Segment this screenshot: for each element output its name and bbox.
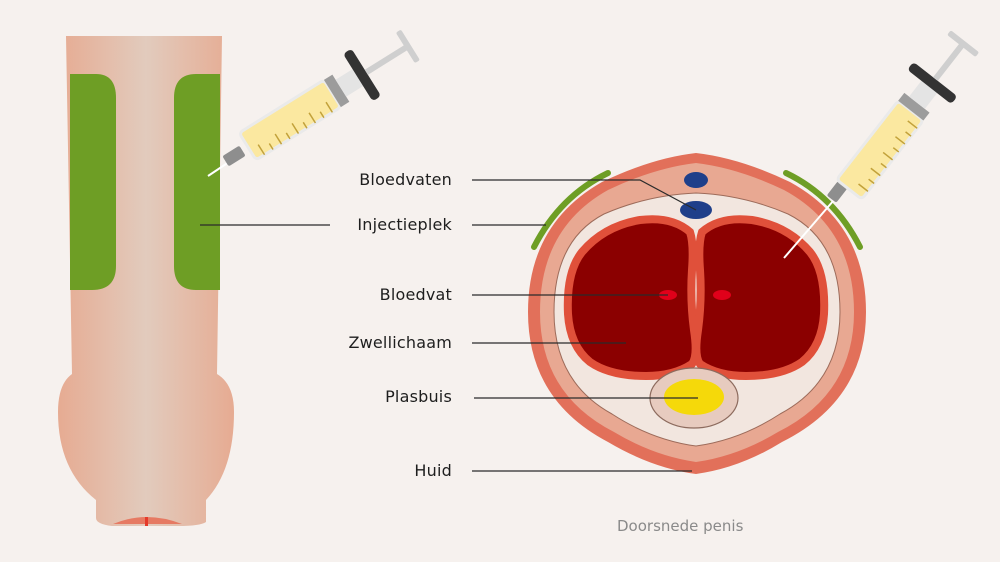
label-bloedvat: Bloedvat <box>379 285 452 304</box>
syringe-right <box>783 30 979 259</box>
injection-arc-right <box>783 170 863 250</box>
label-injectieplek: Injectieplek <box>357 215 452 234</box>
vessel-red-right <box>713 290 731 300</box>
penis-cross-section <box>528 153 866 474</box>
label-zwellichaam: Zwellichaam <box>348 333 452 352</box>
leader-bloedvaten <box>472 179 697 211</box>
penis-side-view <box>58 36 234 526</box>
injection-site-left <box>70 74 116 290</box>
vessel-blue-top <box>684 172 708 188</box>
corpus-left <box>563 215 700 381</box>
syringe-left <box>207 30 420 177</box>
label-plasbuis: Plasbuis <box>385 387 452 406</box>
injection-site-right <box>174 74 220 290</box>
meatus-mark <box>145 517 148 526</box>
label-huid: Huid <box>414 461 452 480</box>
label-bloedvaten: Bloedvaten <box>359 170 452 189</box>
leader-lines <box>200 179 698 472</box>
urethra <box>664 379 724 415</box>
injection-arc-left <box>531 170 611 250</box>
corpus-right <box>692 215 829 381</box>
cross-section-caption: Doorsnede penis <box>617 517 744 535</box>
